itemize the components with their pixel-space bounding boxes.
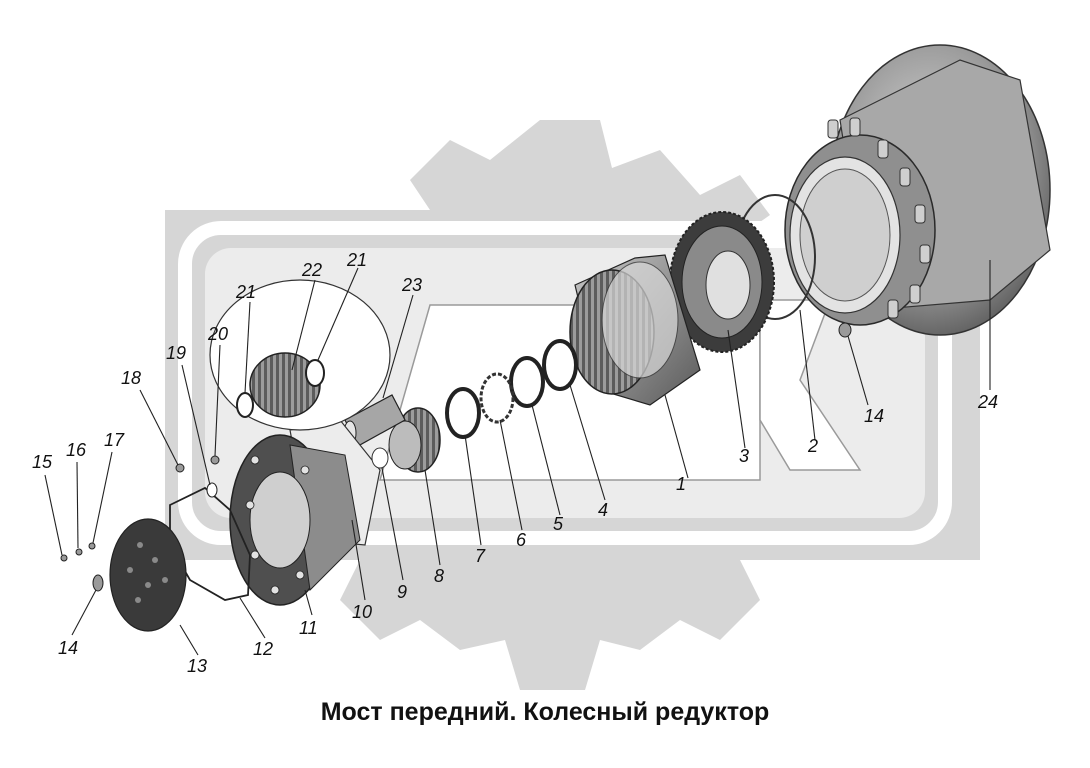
callout-24: 24 [977,392,998,412]
callout-12: 12 [253,639,273,659]
callout-22: 22 [301,260,322,280]
small-fasteners [60,322,852,592]
callout-13: 13 [187,656,207,676]
sun-gear [388,407,441,473]
callout-14-left: 14 [58,638,78,658]
ring-4 [542,339,578,391]
callout-21-left: 21 [235,282,256,302]
callout-4: 4 [598,500,608,520]
callout-10: 10 [352,602,372,622]
callout-20: 20 [207,324,228,344]
callout-19: 19 [166,343,186,363]
leader-lines [44,260,991,656]
ring-gear [569,254,701,406]
crown-gear-hub [669,211,775,353]
diagram-caption: Мост передний. Колесный редуктор [320,698,770,726]
callout-1: 1 [676,474,686,494]
hub-flange [229,434,361,606]
callout-18: 18 [121,368,141,388]
callout-7: 7 [475,546,486,566]
ring-5 [509,356,545,408]
callout-2: 2 [807,436,818,456]
callout-11: 11 [299,618,318,638]
callout-23: 23 [401,275,422,295]
ring-6 [479,372,515,424]
callout-16: 16 [66,440,87,460]
callout-6: 6 [516,530,527,550]
callout-14-right: 14 [864,406,884,426]
hub-drum [784,44,1051,336]
callout-9: 9 [397,582,407,602]
planet-gear [209,279,391,431]
callout-17: 17 [104,430,125,450]
ring-7 [445,387,481,439]
callouts: 1 2 3 4 5 6 7 8 9 10 11 12 13 14 14 15 1… [32,250,998,676]
callout-5: 5 [553,514,564,534]
callout-15: 15 [32,452,53,472]
callout-21-right: 21 [346,250,367,270]
cover-plate [109,518,187,632]
callout-3: 3 [739,446,749,466]
callout-8: 8 [434,566,444,586]
